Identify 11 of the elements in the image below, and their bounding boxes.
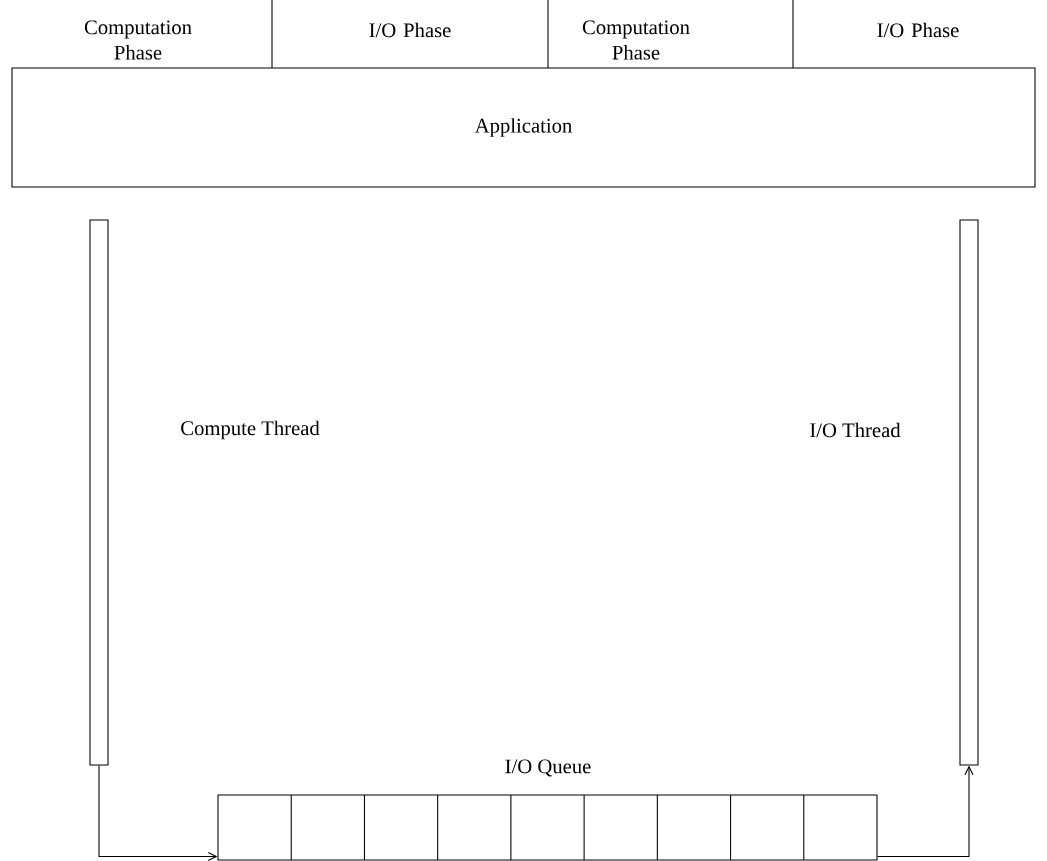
application-box: Application [11, 67, 1036, 188]
arrow [98, 765, 218, 861]
node-label: I/O Queue [505, 759, 591, 777]
node-label: I/O Thread [810, 422, 901, 438]
arrow [877, 765, 974, 858]
phase-label: I/O Phase [877, 22, 959, 38]
node-label: Compute Thread [181, 420, 320, 440]
thread-bar [89, 219, 109, 766]
queue-box [217, 794, 878, 861]
phase-label: I/O Phase [369, 22, 451, 38]
thread-bar [959, 219, 979, 766]
